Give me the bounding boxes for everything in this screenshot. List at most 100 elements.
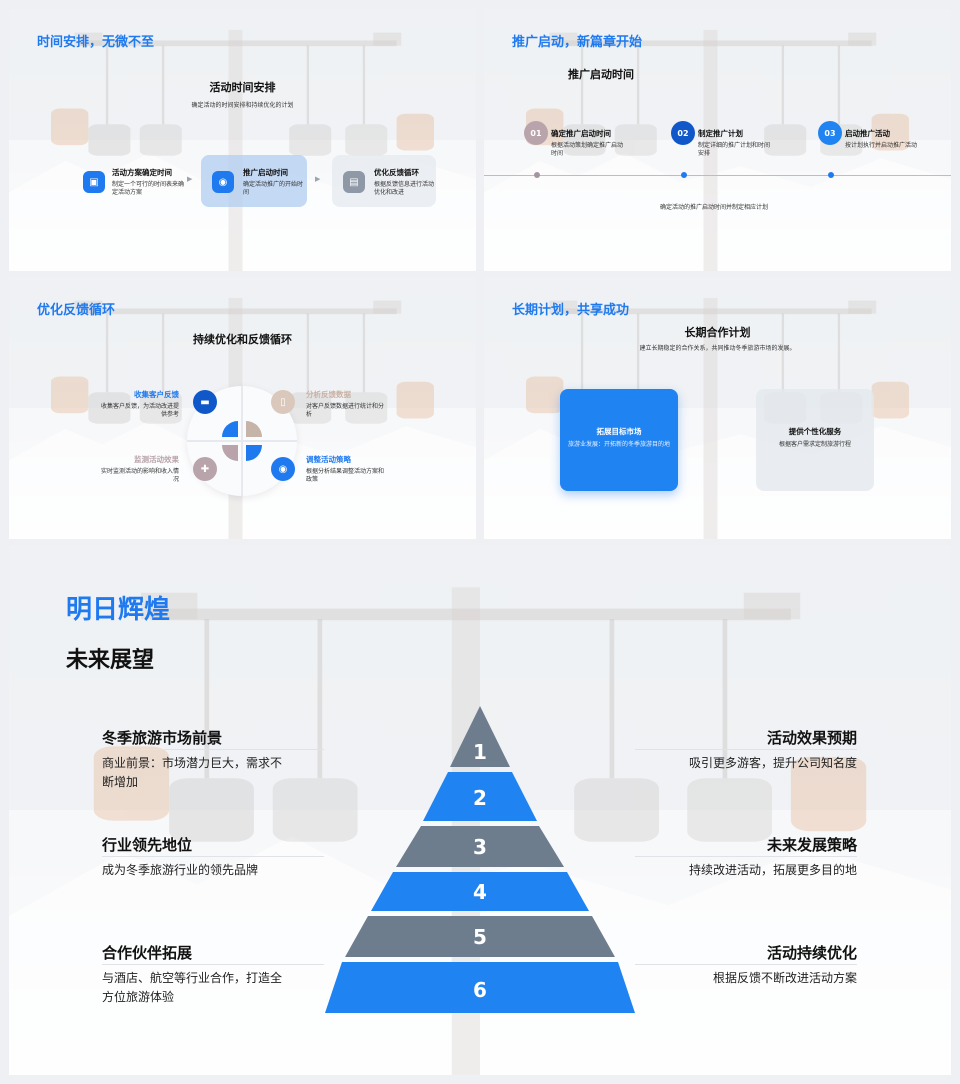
cycle-item: 分析反馈数据 对客户反馈数据进行统计和分析: [306, 389, 388, 419]
image-icon: ▣: [83, 171, 105, 193]
step-title: 优化反馈循环: [374, 168, 419, 177]
cycle-item: 监测活动效果 实时监测活动的影响和收入情况: [97, 454, 179, 484]
cycle-item-desc: 对客户反馈数据进行统计和分析: [306, 403, 385, 419]
timeline-caption: 确定活动的推广启动时间并制定相应计划: [659, 204, 768, 211]
step-number: 02: [671, 121, 695, 145]
step-desc: 制定详细的推广计划和时间安排: [698, 142, 771, 158]
pyramid-label: 4: [473, 880, 487, 904]
card-desc: 根据客户需求定制旅游行程: [778, 441, 851, 448]
step-desc: 确定活动推广的开始时间: [243, 181, 304, 197]
cycle-segment: [222, 421, 238, 437]
pyramid-layer-1: [450, 706, 510, 767]
briefcase-icon: ▬: [193, 390, 217, 414]
step-text: 活动方案确定时间 制定一个可行的时间表来确定活动方案: [112, 167, 186, 197]
step-desc: 根据活动策划确定推广启动时间: [551, 142, 624, 158]
point-desc: 与酒店、航空等行业合作，打造全方位旅游体验: [102, 971, 283, 1004]
pyramid-label: 5: [473, 925, 487, 949]
card-title: 提供个性化服务: [788, 427, 842, 436]
point-title: 未来发展策略: [766, 836, 857, 854]
step-desc: 按计划执行并启动推广活动: [845, 142, 918, 149]
step-number: 03: [818, 121, 842, 145]
cycle-item: 调整活动策略 根据分析结果调整活动方案和政策: [306, 454, 388, 484]
step-title: 推广启动时间: [243, 168, 288, 177]
point-title: 行业领先地位: [102, 836, 193, 854]
pyramid-diagram: 1 2 3 4 5 6: [325, 706, 635, 1013]
step-number: 01: [524, 121, 548, 145]
pyramid-label: 2: [473, 786, 487, 810]
divider: [102, 749, 324, 750]
slide-title: 时间安排，无微不至: [37, 35, 155, 50]
point-desc: 持续改进活动，拓展更多目的地: [688, 863, 857, 877]
slide-future-outlook: 明日辉煌 未来展望 冬季旅游市场前景 商业前景：市场潜力巨大，需求不断增加 行业…: [9, 545, 951, 1075]
section-subheading: 建立长期稳定的合作关系，共同推动冬季旅游市场的发展。: [639, 345, 796, 352]
card-text: 提供个性化服务 根据客户需求定制旅游行程: [764, 426, 866, 449]
slide-schedule: 时间安排，无微不至 活动时间安排 确定活动的时间安排和持续优化的计划 ▣ 活动方…: [9, 9, 476, 271]
step-desc: 制定一个可行的时间表来确定活动方案: [112, 181, 185, 197]
slide-feedback: 优化反馈循环 持续优化和反馈循环 ▬ ▯ ✚ ◉ 收集客户反馈 收集客户反馈，为…: [9, 277, 476, 539]
divider: [635, 964, 857, 965]
point-desc: 商业前景：市场潜力巨大，需求不断增加: [102, 756, 283, 789]
cycle-item-desc: 收集客户反馈，为活动改进提供参考: [100, 403, 179, 419]
document-icon: ▯: [271, 390, 295, 414]
timeline-dot: [534, 172, 540, 178]
divider: [635, 749, 857, 750]
pyramid-layer-3: [396, 826, 564, 867]
card-text: 拓展目标市场 旅游业发展：开拓新的冬季旅游目的地: [568, 426, 670, 449]
card-primary: [560, 389, 678, 491]
target-icon: ◉: [212, 171, 234, 193]
step-title: 活动方案确定时间: [112, 168, 172, 177]
point-desc: 吸引更多游客，提升公司知名度: [688, 756, 857, 770]
cycle-item-title: 监测活动效果: [134, 455, 179, 464]
step-title: 启动推广活动: [845, 129, 890, 138]
point-desc: 成为冬季旅游行业的领先品牌: [102, 863, 259, 877]
timeline-dot: [681, 172, 687, 178]
card-secondary: [756, 389, 874, 491]
pyramid-layer-5: [345, 916, 615, 957]
point-title: 冬季旅游市场前景: [102, 729, 223, 747]
slide-title: 明日辉煌: [66, 595, 171, 625]
pyramid-layer-2: [423, 772, 537, 821]
point-title: 活动效果预期: [766, 729, 857, 747]
cycle-item-title: 分析反馈数据: [306, 390, 351, 399]
divider: [102, 964, 324, 965]
step-text: 制定推广计划 制定详细的推广计划和时间安排: [698, 128, 770, 158]
cycle-item-desc: 实时监测活动的影响和收入情况: [100, 468, 179, 484]
point-title: 合作伙伴拓展: [102, 944, 193, 962]
slide-title: 推广启动，新篇章开始: [512, 35, 643, 50]
slide-promotion: 推广启动，新篇章开始 推广启动时间 01 确定推广启动时间 根据活动策划确定推广…: [484, 9, 951, 271]
target-icon: ◉: [271, 457, 295, 481]
section-heading: 推广启动时间: [568, 68, 634, 81]
timeline-dot: [828, 172, 834, 178]
step-text: 启动推广活动 按计划执行并启动推广活动: [845, 128, 917, 150]
slide-subtitle: 未来展望: [66, 648, 155, 673]
slide-title: 长期计划，共享成功: [512, 303, 630, 318]
timeline-line: [484, 175, 951, 176]
step-desc: 根据反馈信息进行活动优化和改进: [374, 181, 435, 197]
chat-icon: ▤: [343, 171, 365, 193]
arrow-icon: ▶: [187, 175, 193, 183]
cycle-item-title: 调整活动策略: [306, 455, 351, 464]
divider: [635, 856, 857, 857]
pyramid-layer-6: [325, 962, 635, 1013]
cycle-divider: [241, 386, 243, 496]
point-desc: 根据反馈不断改进活动方案: [712, 971, 857, 985]
puzzle-icon: ✚: [193, 457, 217, 481]
step-title: 确定推广启动时间: [551, 129, 611, 138]
card-desc: 旅游业发展：开拓新的冬季旅游目的地: [568, 441, 671, 448]
section-subheading: 确定活动的时间安排和持续优化的计划: [191, 102, 294, 109]
arrow-icon: ▶: [315, 175, 321, 183]
slide-long-term: 长期计划，共享成功 长期合作计划 建立长期稳定的合作关系，共同推动冬季旅游市场的…: [484, 277, 951, 539]
cycle-item-title: 收集客户反馈: [134, 390, 179, 399]
cycle-item-desc: 根据分析结果调整活动方案和政策: [306, 468, 385, 484]
pyramid-label: 3: [473, 835, 487, 859]
section-heading: 持续优化和反馈循环: [193, 333, 292, 346]
step-text: 推广启动时间 确定活动推广的开始时间: [243, 167, 307, 197]
section-heading: 活动时间安排: [209, 81, 276, 94]
step-title: 制定推广计划: [698, 129, 743, 138]
pyramid-label: 6: [473, 978, 487, 1002]
pyramid-layer-4: [371, 872, 589, 911]
card-title: 拓展目标市场: [596, 427, 642, 436]
step-text: 优化反馈循环 根据反馈信息进行活动优化和改进: [374, 167, 436, 197]
section-heading: 长期合作计划: [684, 326, 751, 339]
point-title: 活动持续优化: [766, 944, 857, 962]
